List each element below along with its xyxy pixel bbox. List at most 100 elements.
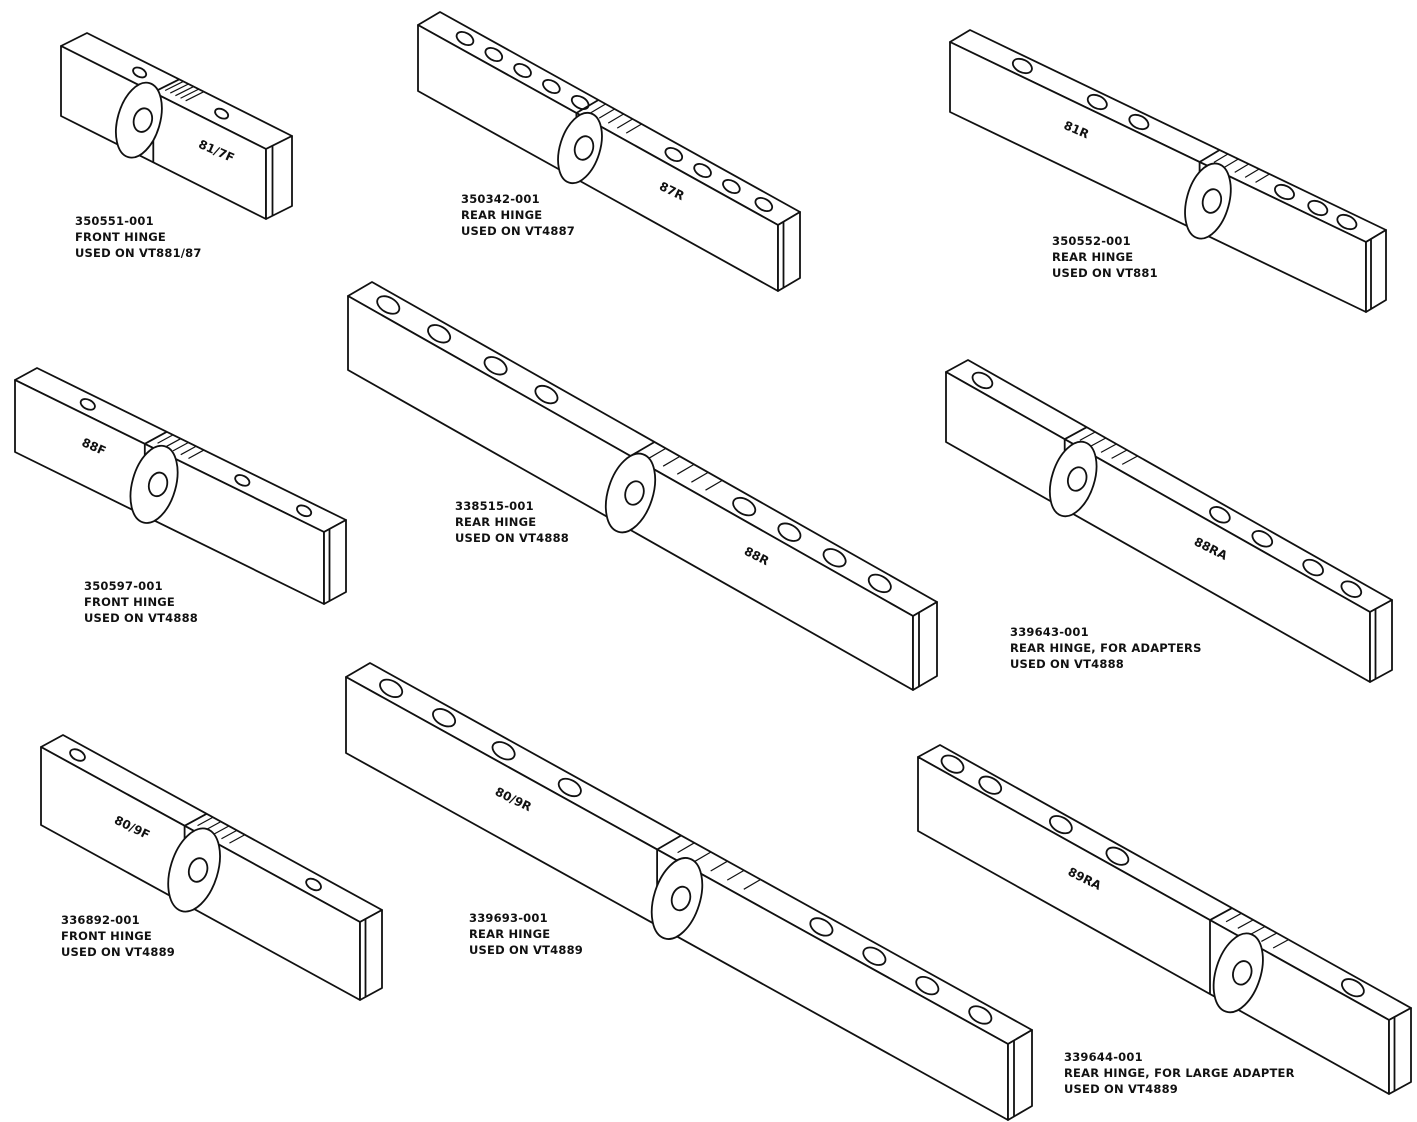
part-usage: USED ON VT4889 [1064, 1082, 1178, 1096]
mounting-hole [305, 877, 322, 892]
part-label-339644: 339644-001 REAR HINGE, FOR LARGE ADAPTER… [1064, 1049, 1295, 1097]
slot-tooth [213, 825, 230, 835]
slot-tooth [188, 449, 205, 460]
part-number: 350552-001 [1052, 234, 1131, 248]
part-description: REAR HINGE [455, 515, 537, 529]
mounting-hole [1086, 93, 1108, 111]
mounting-hole [432, 708, 457, 728]
slot-tooth [616, 118, 633, 129]
knuckle-lobe [1184, 162, 1232, 240]
pivot-hole [573, 135, 595, 161]
part-description: REAR HINGE, FOR LARGE ADAPTER [1064, 1066, 1295, 1080]
hinge-350551: 81/7F [60, 32, 293, 220]
slot-tooth [598, 108, 615, 119]
part-description: FRONT HINGE [84, 595, 175, 609]
mounting-hole [722, 179, 741, 194]
end-face [1388, 1007, 1412, 1095]
part-label-339693: 339693-001 REAR HINGE USED ON VT4889 [469, 910, 583, 958]
slot-tooth [180, 445, 197, 456]
part-label-339643: 339643-001 REAR HINGE, FOR ADAPTERS USED… [1010, 624, 1202, 672]
mounting-hole [455, 31, 475, 46]
mounting-hole [557, 777, 582, 798]
part-usage: USED ON VT4887 [461, 224, 575, 238]
knuckle-lobe [115, 81, 163, 159]
pivot-hole [624, 480, 645, 506]
mounting-hole [822, 548, 847, 568]
slot-tooth [1237, 919, 1254, 929]
part-number: 339693-001 [469, 911, 548, 925]
hinge-336892: 80/9F [40, 734, 383, 1001]
pivot-hole [1201, 188, 1223, 214]
part-description: FRONT HINGE [75, 230, 166, 244]
top-face [917, 744, 1412, 1021]
hinge-339643: 88RA [945, 359, 1393, 683]
part-usage: USED ON VT4888 [455, 531, 569, 545]
slot-tooth [170, 83, 189, 94]
part-usage: USED ON VT881/87 [75, 246, 202, 260]
front-face [949, 41, 1367, 313]
slot-tooth [625, 123, 642, 134]
slot-tooth [1111, 449, 1128, 459]
slot-tooth [197, 816, 214, 827]
end-face [323, 519, 347, 605]
slot-tooth [1213, 153, 1229, 163]
mounting-hole [1048, 815, 1073, 835]
pivot-hole [670, 885, 692, 912]
slot-tooth [607, 113, 624, 124]
end-face [912, 601, 938, 691]
knuckle-lobe [167, 827, 221, 913]
slot-tooth [1090, 437, 1107, 447]
slot-tooth [221, 829, 238, 840]
pivot-hole [1232, 960, 1253, 986]
part-label-350342: 350342-001 REAR HINGE USED ON VT4887 [461, 191, 575, 239]
mounting-hole [732, 496, 757, 517]
mounting-hole [427, 324, 452, 344]
mounting-hole [132, 66, 148, 79]
mounting-hole [1011, 57, 1033, 75]
part-label-338515: 338515-001 REAR HINGE USED ON VT4888 [455, 498, 569, 546]
knuckle-lobe [1048, 440, 1098, 518]
slot-tooth [1121, 455, 1138, 465]
slot-tooth [743, 879, 761, 890]
knuckle-lobe [129, 444, 179, 524]
end-face [1369, 599, 1393, 683]
slot-tooth [705, 479, 723, 491]
slot-tooth [1224, 158, 1239, 168]
hinge-338515: 88R [347, 281, 938, 691]
slot-tooth [1261, 932, 1278, 942]
mounting-hole [693, 163, 712, 178]
slot-tooth [1225, 912, 1242, 923]
mounting-hole [664, 147, 684, 162]
mounting-hole [1128, 113, 1150, 131]
pivot-hole [147, 471, 169, 498]
part-number: 339644-001 [1064, 1050, 1143, 1064]
part-description: FRONT HINGE [61, 929, 152, 943]
mounting-hole [968, 1005, 993, 1025]
mounting-hole [376, 295, 401, 315]
top-face [345, 662, 1033, 1045]
slot-tooth [175, 86, 194, 97]
mounting-hole [1340, 580, 1363, 598]
end-face [359, 909, 383, 1001]
slot-tooth [677, 842, 695, 854]
pivot-hole [1066, 466, 1088, 492]
knuckle-lobe [604, 452, 657, 534]
part-number: 339643-001 [1010, 625, 1089, 639]
mounting-hole [513, 63, 532, 78]
part-label-350552: 350552-001 REAR HINGE USED ON VT881 [1052, 233, 1158, 281]
slot-tooth [1234, 163, 1250, 173]
knuckle-lobe [1212, 932, 1264, 1014]
slot-tooth [726, 869, 745, 881]
mounting-hole [862, 946, 887, 966]
part-description: REAR HINGE [469, 927, 551, 941]
mounting-hole [542, 79, 561, 94]
part-usage: USED ON VT4888 [84, 611, 198, 625]
mounting-hole [777, 522, 802, 542]
end-face [265, 135, 293, 220]
hinge-350342: 87R [417, 11, 801, 292]
knuckle-lobe [557, 111, 603, 185]
knuckle-lobe [650, 857, 704, 940]
slot-tooth [1100, 443, 1117, 453]
slot-tooth [589, 103, 606, 114]
hinge-339693: 80/9R [345, 662, 1033, 1121]
